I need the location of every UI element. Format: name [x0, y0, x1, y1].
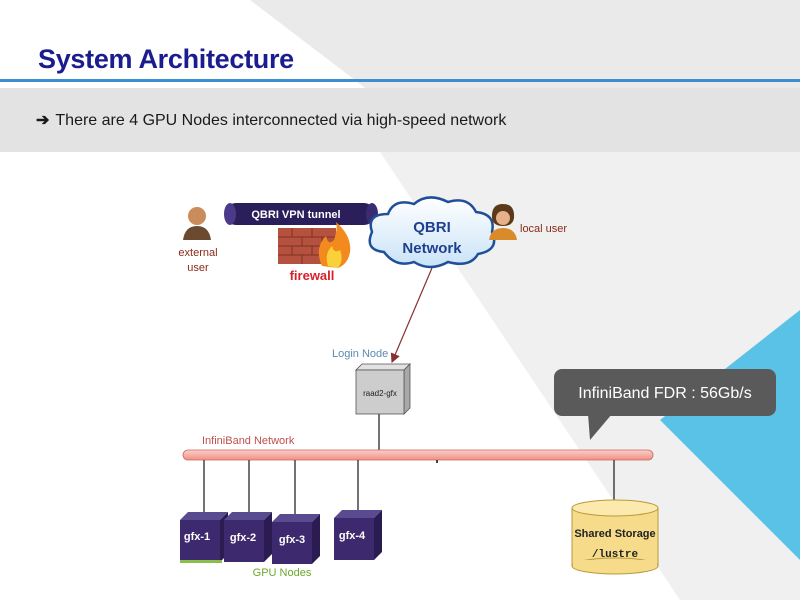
- local-user-icon: [489, 204, 517, 240]
- gpu-node-4: [334, 510, 382, 560]
- bus-label: InfiniBand Network: [202, 435, 295, 447]
- login-node-label: Login Node: [332, 348, 388, 360]
- cloud-icon: [368, 196, 496, 269]
- local-user-label: local user: [520, 223, 567, 235]
- arrow-icon: ➔: [36, 112, 50, 129]
- bullet-text: There are 4 GPU Nodes interconnected via…: [55, 112, 507, 129]
- callout-box: [554, 369, 776, 440]
- storage-icon: [571, 499, 659, 575]
- cloud-to-login-arrow: [390, 267, 433, 364]
- vpn-tunnel-label: QBRI VPN tunnel: [251, 209, 340, 221]
- gpu-node-3-label: gfx-3: [279, 534, 305, 546]
- title-underline: [0, 79, 800, 82]
- bullet-point: ➔ There are 4 GPU Nodes interconnected vi…: [36, 110, 506, 130]
- external-user-icon: [183, 207, 211, 240]
- login-node-icon: [355, 363, 411, 415]
- external-user-label-2: user: [187, 262, 209, 274]
- gpu-nodes-label: GPU Nodes: [253, 567, 312, 579]
- storage-path: /lustre: [592, 549, 639, 561]
- gpu-node-4-label: gfx-4: [339, 530, 366, 542]
- gpu-node-2: [224, 512, 272, 562]
- gpu-node-2-label: gfx-2: [230, 532, 256, 544]
- cloud-label-2: Network: [402, 240, 462, 257]
- storage-label: Shared Storage: [574, 528, 655, 540]
- cloud-label-1: QBRI: [413, 219, 451, 236]
- firewall-label: firewall: [290, 268, 335, 283]
- gpu-node-3: [272, 514, 320, 564]
- external-user-label-1: external: [178, 247, 217, 259]
- firewall-icon: [278, 222, 351, 268]
- login-node-name: raad2-gfx: [363, 389, 397, 398]
- infiniband-bus: [182, 449, 654, 461]
- callout-text: InfiniBand FDR : 56Gb/s: [578, 385, 751, 402]
- page-title: System Architecture: [38, 44, 294, 74]
- gpu-node-1-label: gfx-1: [184, 531, 210, 543]
- bullet-band: [0, 88, 800, 152]
